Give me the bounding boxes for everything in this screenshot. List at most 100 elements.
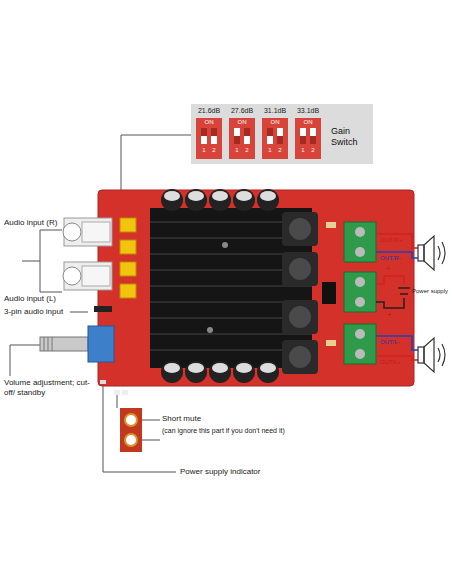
speaker-symbol <box>418 236 445 372</box>
inductor <box>289 346 311 368</box>
short-mute-pads <box>120 408 142 452</box>
terminal-label: OUT/L+ <box>380 358 401 366</box>
speaker-symbol <box>424 338 434 372</box>
power-led <box>100 380 106 384</box>
speaker-wire <box>376 234 418 248</box>
speaker-symbol <box>438 348 440 362</box>
rca-jack <box>64 218 112 246</box>
electrolytic-capacitor <box>185 361 207 383</box>
switch-slot <box>244 128 250 144</box>
switch-body: ON 12 <box>262 118 288 159</box>
terminal-label: OUT/R- <box>380 254 401 262</box>
switch-body: ON12 <box>229 118 255 159</box>
speaker-symbol <box>418 245 424 261</box>
short-mute-pads <box>125 414 137 426</box>
film-capacitor <box>120 218 136 298</box>
inductor <box>289 218 311 240</box>
electrolytic-capacitor <box>260 363 276 373</box>
electrolytic-capacitor <box>236 363 252 373</box>
diode <box>322 282 336 304</box>
rca-jack <box>63 267 81 285</box>
switch-body: ON12 <box>295 118 321 159</box>
leader-line <box>117 395 118 408</box>
potentiometer <box>88 326 114 362</box>
switch-toggle <box>234 128 240 136</box>
inductor <box>282 212 318 374</box>
switch-toggle <box>300 128 306 136</box>
battery-symbol <box>398 288 410 294</box>
switch-toggle <box>277 128 283 136</box>
terminal-label: Power supply <box>412 287 450 295</box>
leader-line <box>10 345 40 376</box>
electrolytic-capacitor <box>257 189 279 211</box>
leader-line <box>70 312 88 313</box>
switch-toggle <box>211 136 217 144</box>
film-capacitor <box>120 218 136 232</box>
electrolytic-capacitor <box>233 361 255 383</box>
electrolytic-capacitor <box>212 191 228 201</box>
electrolytic-capacitor <box>164 191 180 201</box>
polarity-label: - <box>388 309 391 319</box>
terminal-block <box>344 272 376 312</box>
gain-value: 33.1dB <box>294 107 322 114</box>
port-label: 3-pin audio input <box>4 307 63 317</box>
leader-line <box>142 420 160 421</box>
pcb-board <box>98 190 414 386</box>
inductor <box>282 212 318 246</box>
gain-value: 21.6dB <box>195 107 223 114</box>
electrolytic-capacitor <box>188 363 204 373</box>
speaker-wire <box>376 276 404 284</box>
dip-switch: 33.1dB ON12 <box>294 107 322 161</box>
speaker-wire <box>376 336 418 350</box>
terminal-block <box>355 329 365 339</box>
dip-switch: 27.6dBON12 <box>228 107 256 161</box>
switch-slot <box>201 128 207 144</box>
note-label: Short mute <box>162 414 201 424</box>
potentiometer <box>40 326 114 362</box>
switch-number: 1 <box>267 147 273 153</box>
power-led <box>100 380 106 384</box>
note-label: (can ignore this part if you don't need … <box>162 426 285 435</box>
pcb-board <box>98 190 414 386</box>
switch-slot <box>310 128 316 144</box>
pcb-board <box>98 190 414 386</box>
dip-switch: 21.6dBON12 <box>195 107 223 161</box>
electrolytic-capacitor <box>161 189 279 383</box>
inductor <box>289 258 311 280</box>
electrolytic-capacitor <box>236 191 252 201</box>
terminal-label: OUT/L- <box>380 338 400 346</box>
switch-on-label: ON <box>196 119 222 125</box>
switch-slot <box>211 128 217 144</box>
inductor <box>282 252 318 286</box>
speaker-symbol <box>438 246 440 260</box>
switch-number: 2 <box>211 147 217 153</box>
terminal-block <box>344 222 376 364</box>
inductor <box>289 306 311 328</box>
switch-number: 2 <box>310 147 316 153</box>
terminal-block <box>355 247 365 257</box>
switch-number: 2 <box>244 147 250 153</box>
port-label: Audio input (R) <box>4 218 57 228</box>
rca-jack <box>64 262 112 290</box>
polarity-label: + <box>386 264 391 274</box>
switch-number: 2 <box>277 147 283 153</box>
switch-on-label: ON <box>262 119 288 125</box>
gain-switch-label: Gain Switch <box>331 126 369 148</box>
switch-on-label: ON <box>229 119 255 125</box>
pin-header <box>94 306 112 312</box>
short-mute-pads <box>114 390 120 395</box>
film-capacitor <box>120 262 136 276</box>
leader-line <box>142 440 160 441</box>
switch-toggle <box>310 128 316 136</box>
electrolytic-capacitor <box>161 189 183 211</box>
switch-slot <box>234 128 240 144</box>
smd-capacitor <box>326 222 336 346</box>
speaker-wire <box>376 234 418 360</box>
short-mute-pads <box>125 434 137 446</box>
inductor <box>282 300 318 334</box>
port-label: Audio input (L) <box>4 294 56 304</box>
indicator-label: Power supply indicator <box>180 467 260 477</box>
terminal-label: OUT/R+ <box>380 236 402 244</box>
short-mute-pads <box>122 390 128 395</box>
electrolytic-capacitor <box>185 189 207 211</box>
